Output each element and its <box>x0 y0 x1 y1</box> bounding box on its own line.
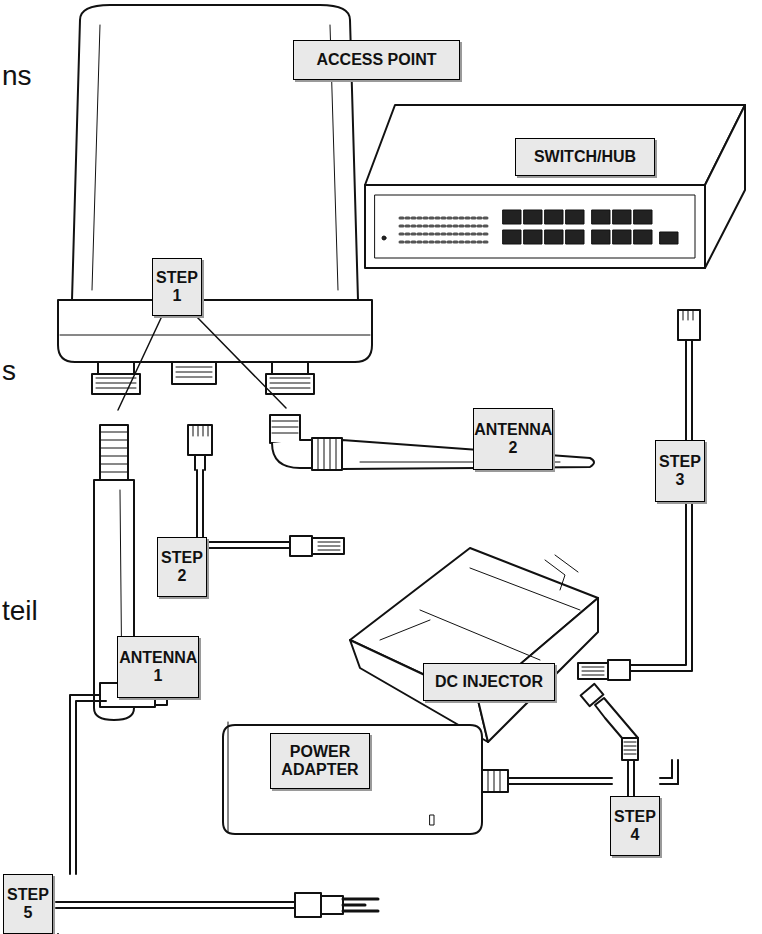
margin-text: s <box>2 355 16 387</box>
label-box: ACCESS POINT <box>293 40 460 80</box>
label-text: POWER ADAPTER <box>273 743 367 779</box>
label-box: STEP 1 <box>152 258 202 316</box>
label-text: ACCESS POINT <box>316 51 436 69</box>
label-box: DC INJECTOR <box>423 663 555 701</box>
label-box: STEP 2 <box>157 537 207 597</box>
switch-drawing <box>365 105 745 268</box>
label-text: STEP 5 <box>6 886 50 922</box>
dc-injector-drawing <box>350 548 598 742</box>
margin-text: ns <box>2 60 32 92</box>
label-box: SWITCH/HUB <box>515 138 655 176</box>
label-text: STEP 3 <box>658 453 702 489</box>
mains-cable <box>56 683 378 934</box>
ethernet-cable <box>188 425 344 556</box>
label-text: DC INJECTOR <box>435 673 543 691</box>
margin-text: teil <box>2 595 38 627</box>
label-text: ANTENNA 2 <box>474 421 552 457</box>
label-box: STEP 5 <box>3 874 53 934</box>
label-text: STEP 4 <box>613 808 657 844</box>
label-text: ANTENNA 1 <box>119 649 197 685</box>
label-text: STEP 2 <box>160 549 204 585</box>
label-text: SWITCH/HUB <box>534 148 636 166</box>
label-box: STEP 4 <box>610 796 660 856</box>
label-box: ANTENNA 2 <box>473 408 553 470</box>
label-box: ANTENNA 1 <box>117 636 199 698</box>
label-box: POWER ADAPTER <box>270 733 370 789</box>
label-text: STEP 1 <box>155 269 199 305</box>
label-box: STEP 3 <box>655 440 705 502</box>
